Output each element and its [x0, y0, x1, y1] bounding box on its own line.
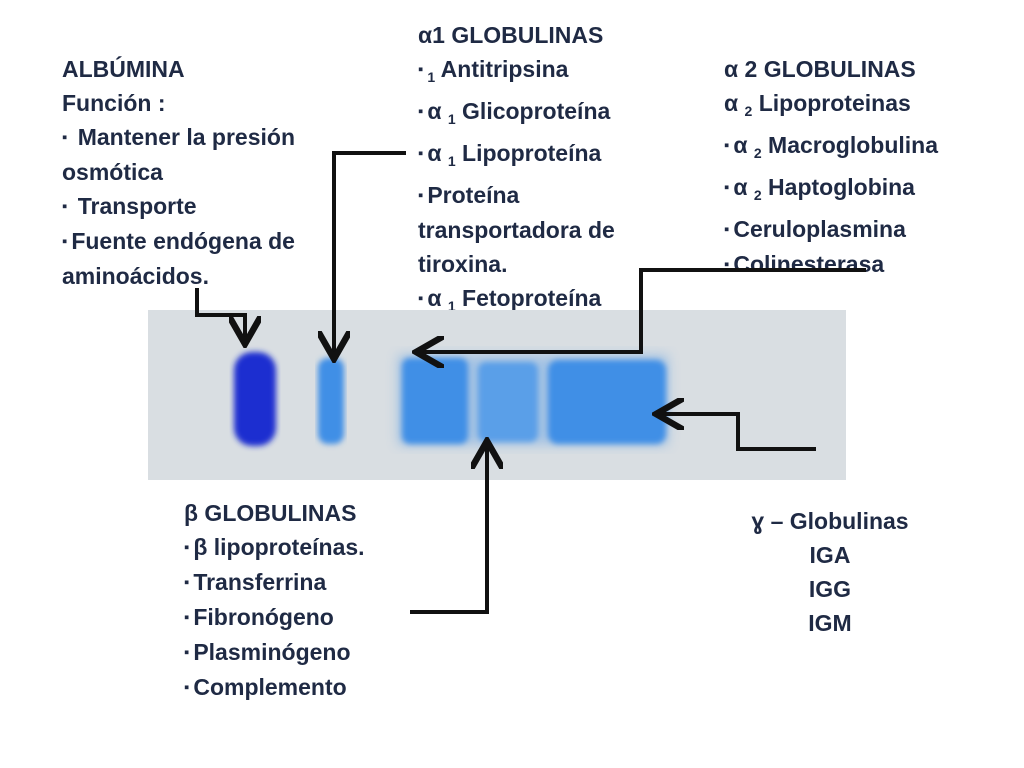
alpha2-subtitle: α 2 Lipoproteinas: [724, 90, 911, 119]
bullet-icon: ▪: [724, 179, 730, 196]
alpha1-item-continued: tiroxina.: [418, 251, 508, 277]
alpha2-item: ▪α 2 Haptoglobina: [724, 170, 938, 212]
bullet-icon: ▪: [184, 574, 190, 591]
alpha2-band: [402, 358, 468, 444]
bullet-icon: ▪: [62, 129, 68, 146]
bullet-icon: ▪: [418, 61, 424, 78]
beta-text-block: β GLOBULINAS ▪β lipoproteínas. ▪Transfer…: [184, 496, 365, 705]
gamma-item: IGG: [808, 576, 852, 602]
alpha1-item-continued: transportadora de: [418, 217, 615, 243]
beta-band: [478, 362, 538, 442]
beta-item: ▪Transferrina: [184, 565, 365, 600]
beta-item: ▪β lipoproteínas.: [184, 530, 365, 565]
alpha2-item: ▪α 2 Macroglobulina: [724, 128, 938, 170]
bullet-icon: ▪: [724, 221, 730, 238]
alpha1-item: ▪Proteína: [418, 178, 615, 213]
gamma-item: IGA: [809, 542, 851, 568]
gel-bands: [234, 352, 668, 446]
albumin-arrow: [195, 288, 245, 340]
beta-item: ▪Plasminógeno: [184, 635, 365, 670]
alpha2-item: ▪Colinesterasa: [724, 247, 938, 282]
alpha1-item: ▪α 1 Glicoproteína: [418, 94, 615, 136]
beta-item: ▪Fibronógeno: [184, 600, 365, 635]
alpha2-title: α 2 GLOBULINAS: [724, 56, 916, 82]
alpha1-item: ▪α 1 Fetoproteína: [418, 281, 615, 323]
bullet-icon: ▪: [418, 103, 424, 120]
albumin-title: ALBÚMINA: [62, 56, 185, 82]
alpha1-arrow: [334, 151, 406, 355]
bullet-icon: ▪: [418, 290, 424, 307]
alpha1-band: [318, 358, 344, 444]
alpha1-item: ▪α 1 Lipoproteína: [418, 136, 615, 178]
beta-item: ▪Complemento: [184, 670, 365, 705]
albumin-item: ▪ Mantener la presión: [62, 120, 295, 155]
gamma-text-block: ɣ – Globulinas IGA IGG IGM: [740, 504, 920, 640]
alpha1-item: ▪1 Antitripsina: [418, 52, 615, 94]
bullet-icon: ▪: [184, 609, 190, 626]
beta-title: β GLOBULINAS: [184, 500, 357, 526]
albumin-item: ▪Fuente endógena de: [62, 224, 295, 259]
bullet-icon: ▪: [184, 679, 190, 696]
albumin-text-block: ALBÚMINA Función : ▪ Mantener la presión…: [62, 52, 295, 293]
albumin-item: osmótica: [62, 159, 163, 185]
gamma-item: IGM: [808, 610, 852, 636]
albumin-item: aminoácidos.: [62, 263, 209, 289]
bullet-icon: ▪: [184, 644, 190, 661]
bullet-icon: ▪: [418, 187, 424, 204]
bullet-icon: ▪: [418, 145, 424, 162]
bullet-icon: ▪: [62, 198, 68, 215]
alpha1-text-block: α1 GLOBULINAS ▪1 Antitripsina ▪α 1 Glico…: [418, 18, 615, 323]
alpha2-item: ▪Ceruloplasmina: [724, 212, 938, 247]
gamma-band: [548, 360, 666, 444]
albumin-function-label: Función :: [62, 90, 166, 116]
albumin-band: [234, 352, 276, 446]
gamma-arrow: [660, 414, 816, 451]
alpha2-arrow: [420, 268, 866, 352]
beta-arrow: [410, 445, 487, 614]
bullet-icon: ▪: [62, 233, 68, 250]
alpha1-title: α1 GLOBULINAS: [418, 22, 604, 48]
bullet-icon: ▪: [724, 137, 730, 154]
bullet-icon: ▪: [724, 256, 730, 273]
alpha2-text-block: α 2 GLOBULINAS α 2 Lipoproteinas ▪α 2 Ma…: [724, 52, 938, 282]
gamma-title: ɣ – Globulinas: [751, 508, 909, 534]
bullet-icon: ▪: [184, 539, 190, 556]
albumin-item: ▪ Transporte: [62, 189, 295, 224]
